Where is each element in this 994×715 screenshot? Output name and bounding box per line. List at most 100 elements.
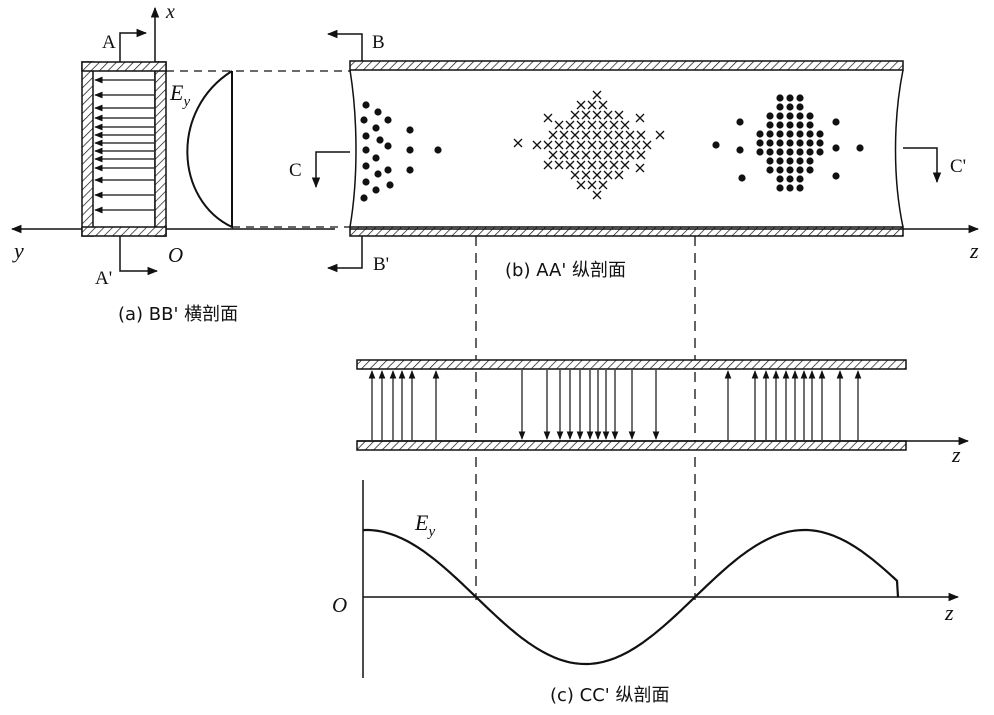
z-label-c: z [951, 442, 961, 467]
field-dot [776, 130, 784, 138]
section-marker-B-prime [326, 236, 363, 273]
field-cross [587, 140, 597, 150]
field-dot [712, 141, 720, 149]
field-dot [796, 121, 804, 129]
panel-side-section: z [356, 359, 970, 467]
field-cross [565, 140, 575, 150]
field-cross [543, 113, 553, 123]
field-dot [736, 118, 744, 126]
field-dot [362, 178, 370, 186]
field-cross [570, 130, 580, 140]
field-dot [796, 166, 804, 174]
field-dot [756, 148, 764, 156]
field-cross [587, 180, 597, 190]
field-dot [786, 184, 794, 192]
field-cross [598, 160, 608, 170]
field-cross [603, 170, 613, 180]
field-cross [554, 120, 564, 130]
field-dot [776, 94, 784, 102]
panel-a-cross-section: x y O Ey A A' (a) BB' 横剖面 [10, 1, 335, 325]
field-cross [513, 138, 523, 148]
field-dot [766, 166, 774, 174]
section-marker-C-prime [903, 147, 942, 184]
field-out-dots-right [712, 94, 864, 192]
field-dot [816, 139, 824, 147]
field-cross [592, 110, 602, 120]
field-dot [766, 130, 774, 138]
field-dot [796, 139, 804, 147]
field-dot [796, 103, 804, 111]
field-dot [806, 148, 814, 156]
field-dot [786, 121, 794, 129]
wall-bottom [81, 226, 167, 237]
field-cross [592, 190, 602, 200]
field-dot [374, 170, 382, 178]
field-cross [576, 120, 586, 130]
field-cross [543, 140, 553, 150]
guide-wall-bottom-b [349, 226, 904, 237]
field-cross [598, 180, 608, 190]
field-dot [376, 136, 384, 144]
caption-b: (b) AA' 纵剖面 [505, 260, 626, 281]
ey-field-arrows-side [368, 370, 862, 440]
field-cross [554, 140, 564, 150]
field-cross [635, 113, 645, 123]
field-cross [603, 130, 613, 140]
origin-label-a: O [168, 243, 183, 267]
field-cross [576, 180, 586, 190]
field-dot [776, 121, 784, 129]
field-dot [796, 175, 804, 183]
field-dot [806, 157, 814, 165]
field-dot [796, 184, 804, 192]
section-marker-C [311, 151, 350, 189]
field-dot [406, 146, 414, 154]
field-cross [603, 150, 613, 160]
caption-c: (c) CC' 纵剖面 [550, 685, 669, 706]
field-cross [565, 120, 575, 130]
field-cross [614, 150, 624, 160]
cut-edge-left [349, 69, 357, 228]
y-axis-label: y [12, 238, 24, 263]
field-cross [581, 170, 591, 180]
field-dot [806, 121, 814, 129]
guide-wall-bottom-c [356, 440, 907, 451]
label-B-prime: B' [373, 254, 389, 275]
z-label-c-wave: z [944, 600, 954, 625]
field-dot [362, 101, 370, 109]
field-in-crosses-middle [513, 90, 665, 200]
ey-profile-curve [186, 70, 233, 229]
field-cross [548, 150, 558, 160]
field-dot [786, 94, 794, 102]
field-dot [374, 108, 382, 116]
field-cross [581, 110, 591, 120]
label-C-prime: C' [950, 156, 966, 177]
field-dot [384, 116, 392, 124]
field-dot [360, 116, 368, 124]
field-dot [796, 157, 804, 165]
field-dot [786, 157, 794, 165]
field-dot [406, 126, 414, 134]
field-dot [806, 112, 814, 120]
wall-right [154, 61, 167, 237]
field-cross [620, 160, 630, 170]
field-cross [565, 160, 575, 170]
field-cross [576, 100, 586, 110]
field-dot [372, 186, 380, 194]
label-B: B [372, 32, 385, 53]
field-cross [625, 150, 635, 160]
field-cross [636, 130, 646, 140]
field-dot [832, 172, 840, 180]
field-dot [766, 157, 774, 165]
field-cross [592, 90, 602, 100]
field-cross [592, 150, 602, 160]
field-dot [766, 139, 774, 147]
field-cross [576, 140, 586, 150]
field-cross [631, 140, 641, 150]
field-dot [786, 130, 794, 138]
field-dot [776, 112, 784, 120]
field-cross [620, 120, 630, 130]
field-dot [406, 166, 414, 174]
field-dot [776, 139, 784, 147]
field-cross [642, 140, 652, 150]
